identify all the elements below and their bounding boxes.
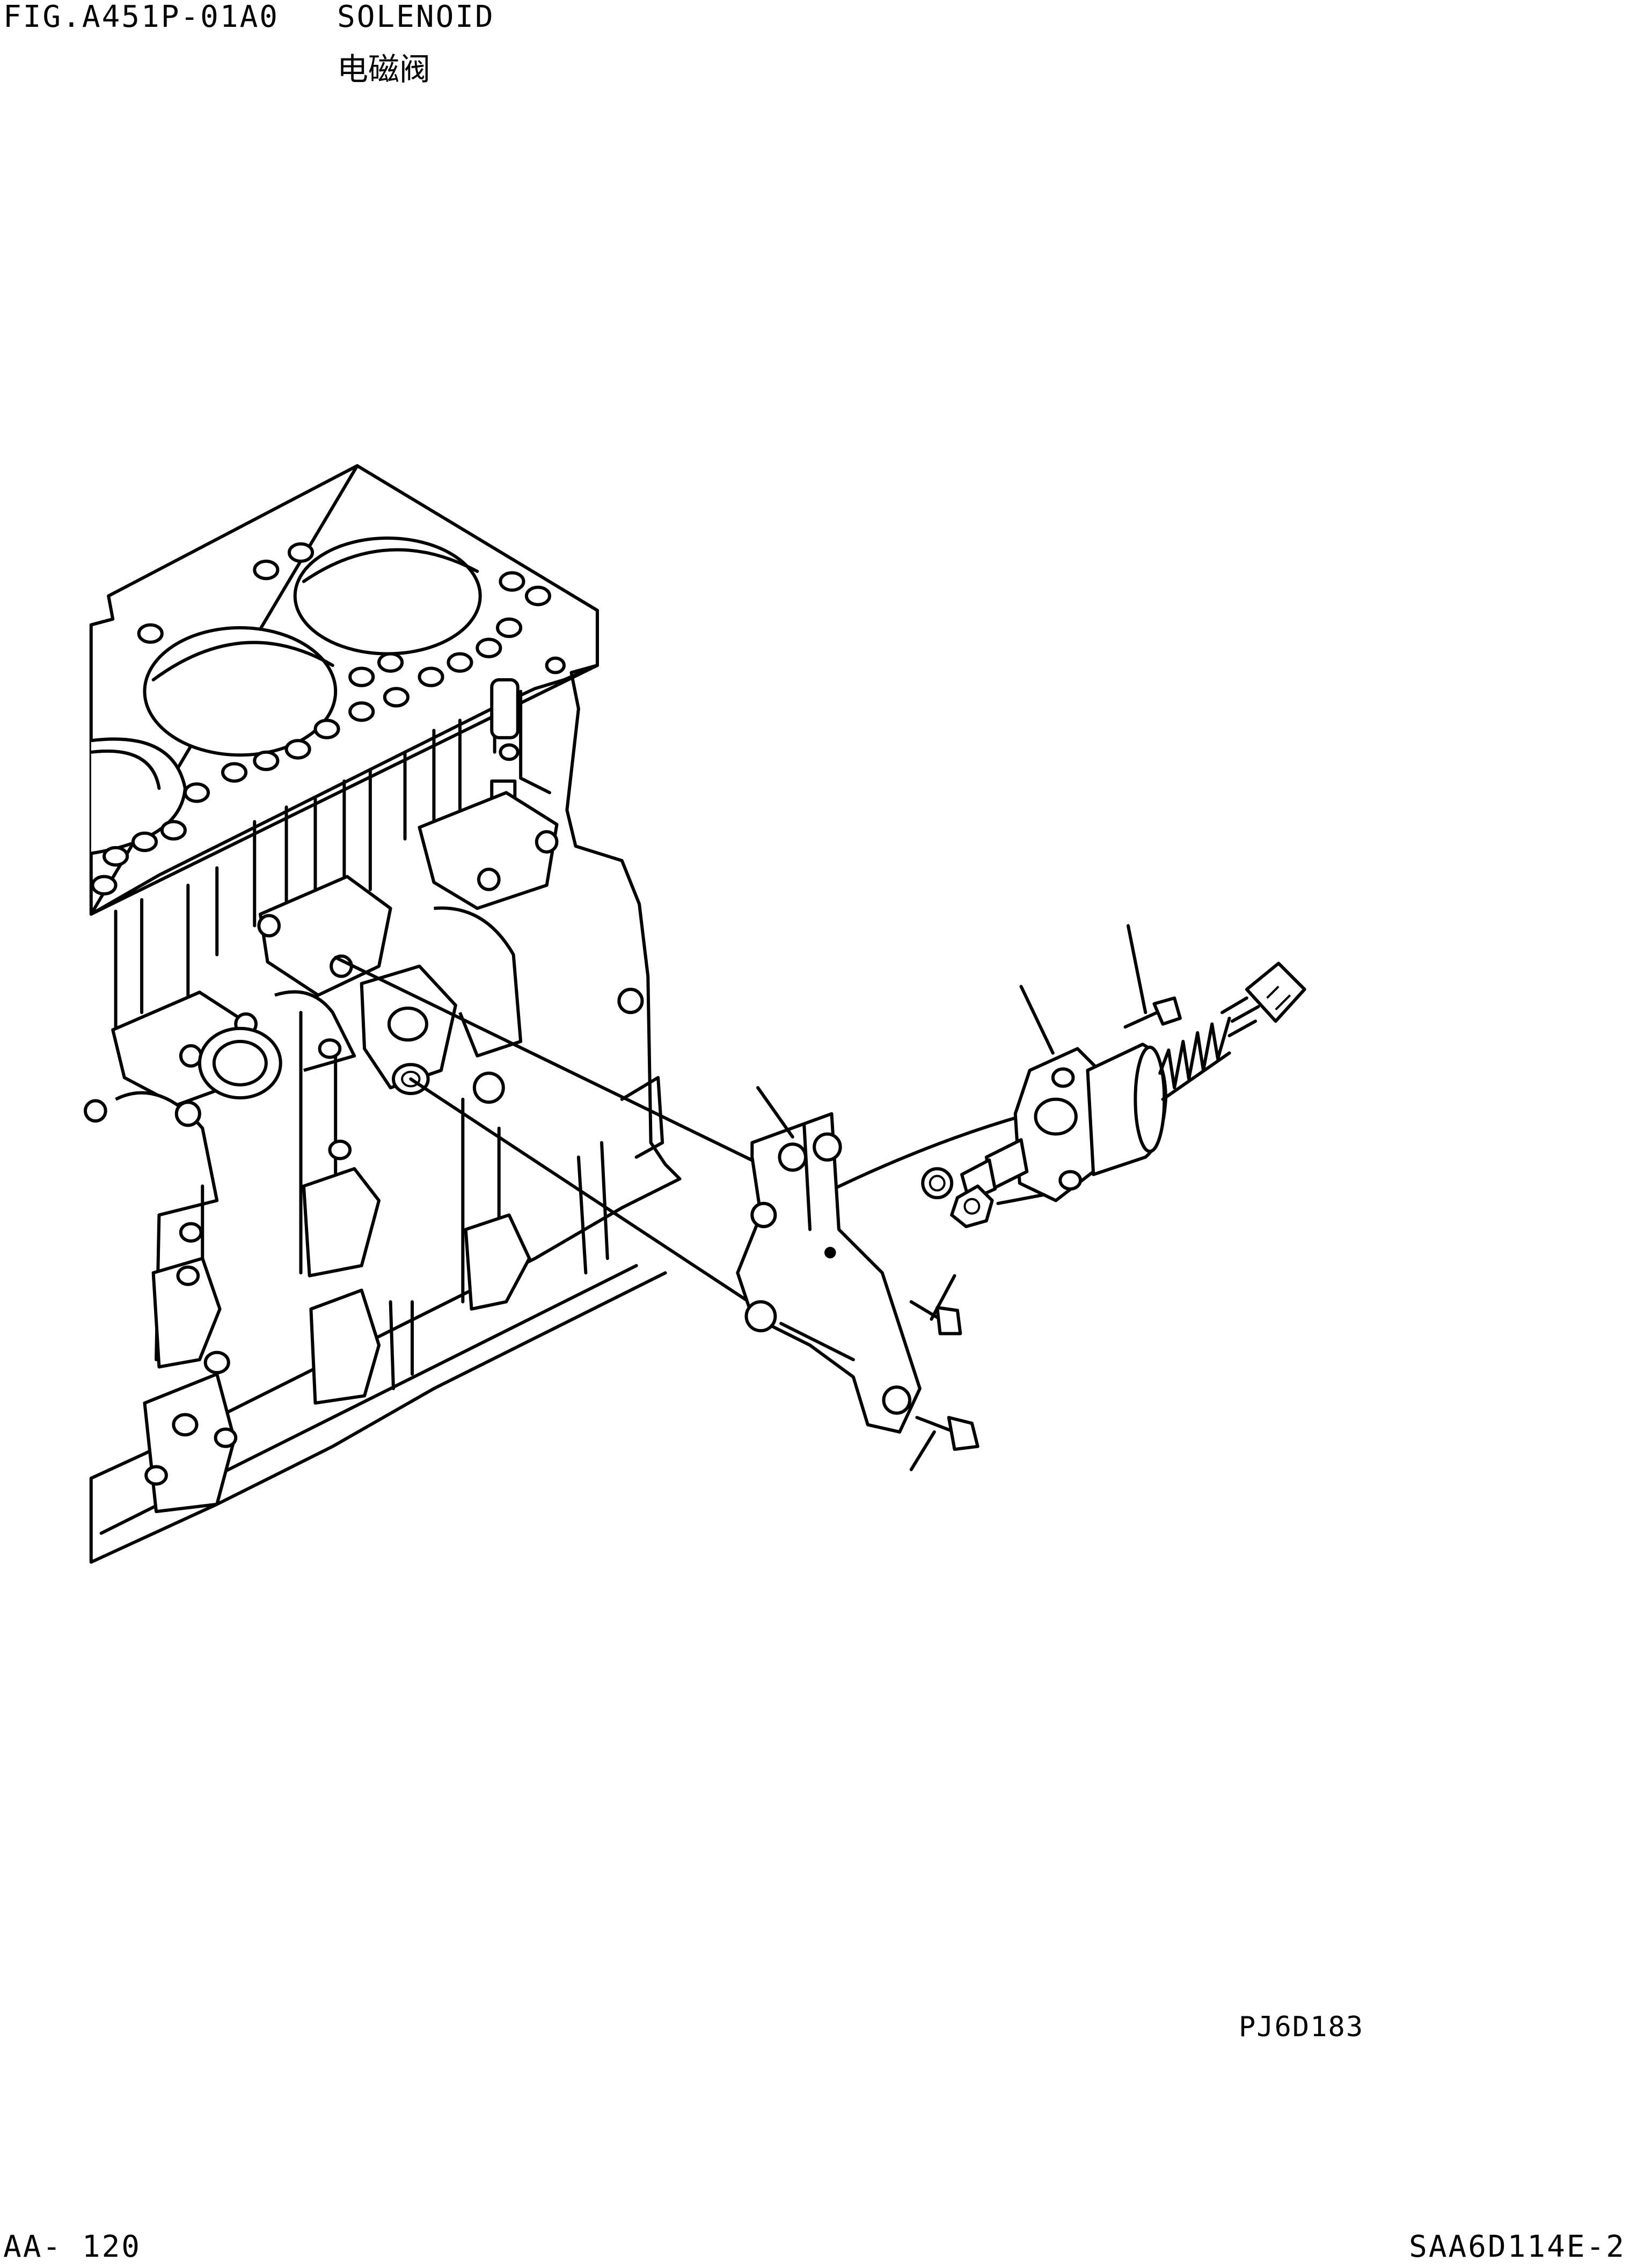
block-lower-ribs — [144, 1012, 662, 1511]
cylinder-block — [85, 466, 680, 1562]
cylinder-bore-2 — [144, 628, 335, 755]
model-code: SAA6D114E-2 — [1409, 2229, 1626, 2264]
leader-lines — [758, 926, 1145, 1470]
illustration-code: PJ6D183 — [1239, 2011, 1364, 2043]
bolts-nuts — [911, 998, 1180, 1449]
cylinder-bore-1 — [295, 538, 480, 654]
block-mount-pad — [362, 966, 456, 1093]
page-number: AA- 120 — [3, 2229, 142, 2264]
figure-subtitle: 电磁阀 — [337, 51, 431, 87]
bracket — [737, 1114, 920, 1432]
figure-code: FIG.A451P-01A0 — [3, 0, 280, 34]
connector — [1222, 963, 1305, 1021]
deck-holes — [92, 544, 564, 894]
solenoid — [923, 1018, 1255, 1201]
figure-title: SOLENOID — [337, 0, 495, 34]
